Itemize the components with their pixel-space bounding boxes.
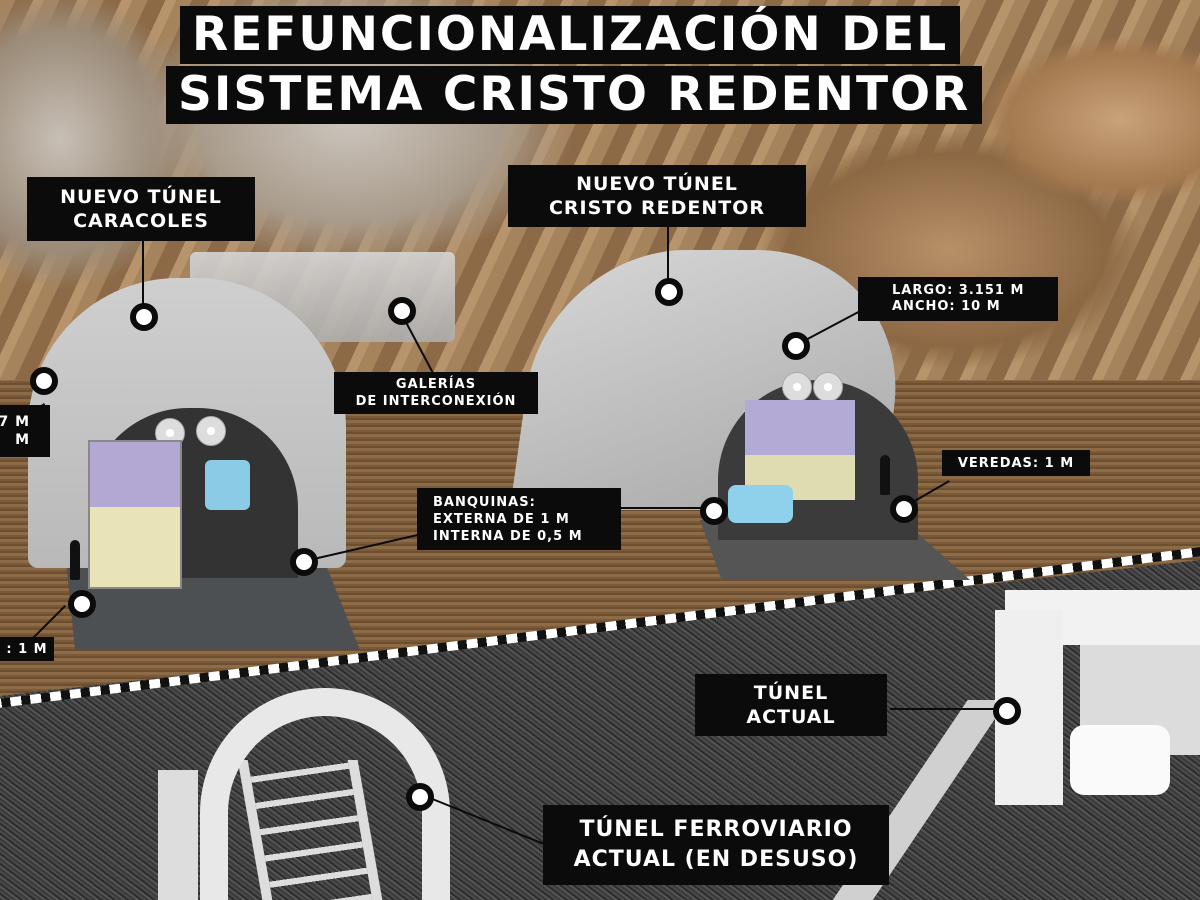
pedestrian-silhouette — [70, 540, 80, 580]
leader-line — [667, 225, 669, 285]
label-galerias-de-interconexion: GALERÍAS DE INTERCONEXIÓN — [334, 372, 538, 414]
ventilation-fan-icon — [782, 372, 812, 402]
callout-marker — [388, 297, 416, 325]
label-line: BANQUINAS: — [433, 494, 536, 510]
label-tunel-actual: TÚNEL ACTUAL — [695, 674, 887, 736]
callout-marker — [406, 783, 434, 811]
truck-illustration — [745, 400, 855, 500]
label-banquinas: BANQUINAS: EXTERNA DE 1 M INTERNA DE 0,5… — [417, 488, 621, 550]
truck-illustration — [88, 440, 182, 589]
railway-curb — [158, 770, 198, 900]
pedestrian-silhouette — [880, 455, 890, 495]
label-line: EXTERNA DE 1 M — [433, 511, 570, 527]
label-nuevo-tunel-caracoles: NUEVO TÚNEL CARACOLES — [27, 177, 255, 241]
leader-line — [890, 708, 1000, 710]
leader-line — [610, 507, 705, 509]
label-line: TÚNEL — [753, 682, 829, 704]
label-line: ACTUAL (EN DESUSO) — [573, 847, 859, 872]
label-line: NUEVO TÚNEL — [60, 186, 222, 208]
label-line: CRISTO REDENTOR — [548, 197, 766, 219]
title-line-2: SISTEMA CRISTO REDENTOR — [166, 66, 983, 124]
label-line: M — [15, 432, 30, 448]
callout-marker — [700, 497, 728, 525]
label-dimensions-redentor: LARGO: 3.151 M ANCHO: 10 M — [858, 277, 1058, 321]
ventilation-fan-icon — [196, 416, 226, 446]
callout-marker — [993, 697, 1021, 725]
callout-marker — [30, 367, 58, 395]
label-line: LARGO: 3.151 M — [892, 283, 1025, 298]
callout-marker — [290, 548, 318, 576]
title-line-1: REFUNCIONALIZACIÓN DEL — [180, 6, 961, 64]
label-dimensions-caracoles-partial: 7 M M — [0, 405, 50, 457]
label-line: ACTUAL — [746, 706, 836, 728]
callout-marker — [655, 278, 683, 306]
callout-marker — [68, 590, 96, 618]
current-tunnel-portal — [995, 590, 1200, 805]
car-illustration — [728, 485, 793, 523]
label-line: DE INTERCONEXIÓN — [355, 394, 517, 409]
label-line: GALERÍAS — [395, 377, 477, 392]
label-line: NUEVO TÚNEL — [576, 173, 738, 195]
callout-marker — [130, 303, 158, 331]
caracoles-tunnel — [28, 278, 346, 578]
car-illustration — [1070, 725, 1170, 795]
label-line: : 1 M — [6, 641, 48, 657]
label-veredas-redentor: VEREDAS: 1 M — [942, 450, 1090, 476]
label-nuevo-tunel-cristo-redentor: NUEVO TÚNEL CRISTO REDENTOR — [508, 165, 806, 227]
label-veredas-caracoles-partial: : 1 M — [0, 637, 54, 661]
leader-line — [142, 240, 144, 312]
label-line: ANCHO: 10 M — [892, 299, 1001, 314]
label-line: TÚNEL FERROVIARIO — [579, 817, 853, 842]
car-illustration — [205, 460, 250, 510]
callout-marker — [890, 495, 918, 523]
label-tunel-ferroviario: TÚNEL FERROVIARIO ACTUAL (EN DESUSO) — [543, 805, 889, 885]
label-line: CARACOLES — [73, 210, 209, 232]
ventilation-fan-icon — [813, 372, 843, 402]
callout-marker — [782, 332, 810, 360]
label-line: INTERNA DE 0,5 M — [433, 528, 583, 544]
label-line: 7 M — [0, 414, 30, 430]
label-line: VEREDAS: 1 M — [957, 455, 1075, 471]
